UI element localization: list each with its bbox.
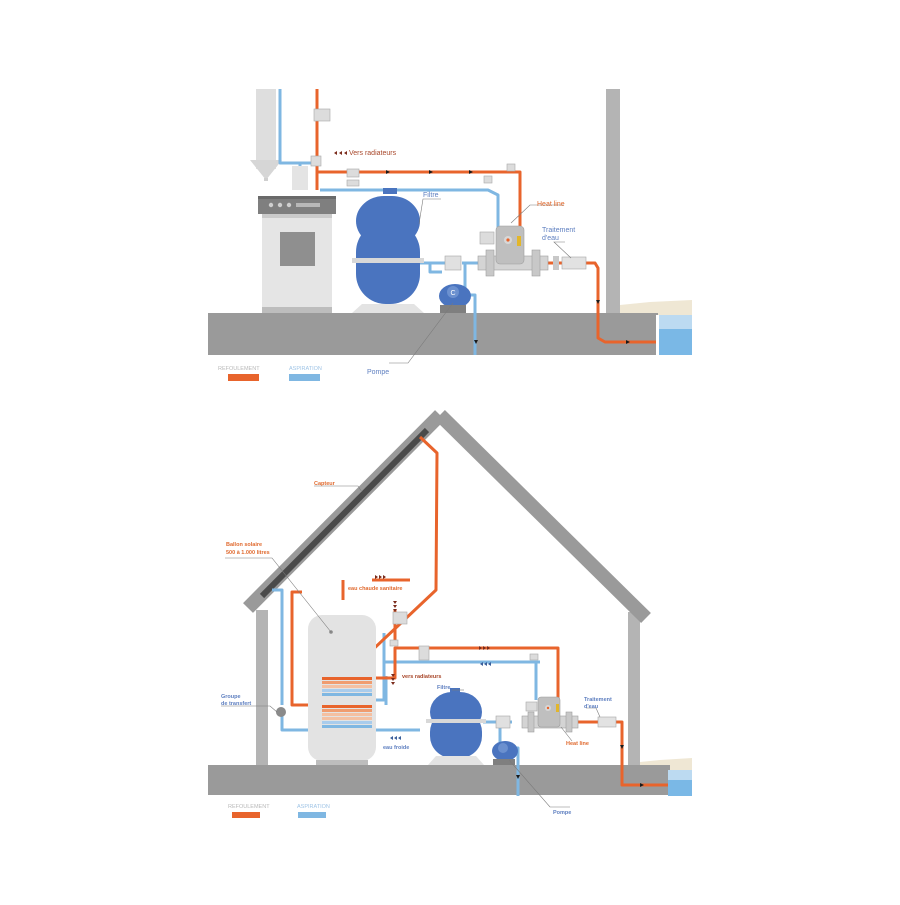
top-legend-aspiration-label: ASPIRATION bbox=[289, 366, 322, 372]
bottom-direction-chevrons bbox=[375, 575, 491, 740]
bottom-legend-refoulement-swatch bbox=[232, 812, 260, 818]
bottom-hot-return-chevrons bbox=[479, 646, 490, 650]
bottom-label-groupe-line1: Groupe bbox=[221, 694, 241, 700]
bottom-eau-chaude-chevrons bbox=[375, 575, 386, 579]
top-legend-refoulement-swatch bbox=[228, 374, 259, 381]
bottom-eau-froide-chevrons bbox=[390, 736, 401, 740]
bottom-label-capteur: Capteur bbox=[314, 481, 336, 487]
top-flue-pipe bbox=[292, 166, 308, 190]
top-labels: Vers radiateurs Filtre Heat line Traitem… bbox=[334, 150, 575, 376]
top-pool-sand bbox=[620, 300, 692, 315]
top-heat-line-unit bbox=[477, 225, 559, 277]
bottom-pump bbox=[492, 741, 518, 765]
top-ground-slab bbox=[208, 313, 658, 355]
bottom-flow-arrows bbox=[516, 745, 644, 787]
bottom-label-filtre: Filtre bbox=[437, 685, 450, 691]
bottom-valves bbox=[389, 611, 539, 661]
top-water-treatment-box bbox=[561, 256, 587, 270]
bottom-label-traitement-line2: d'eau bbox=[584, 704, 598, 710]
top-chimney-flue bbox=[250, 89, 282, 181]
bottom-solar-collector bbox=[259, 427, 430, 599]
bottom-label-eau-chaude: eau chaude sanitaire bbox=[348, 586, 402, 592]
bottom-leader-lines bbox=[221, 485, 601, 808]
bottom-water-treatment-box bbox=[597, 716, 617, 728]
top-legend-aspiration-swatch bbox=[289, 374, 320, 381]
bottom-ground-slab bbox=[208, 765, 670, 795]
top-label-heat-line: Heat line bbox=[537, 201, 565, 208]
top-flow-arrows bbox=[386, 170, 630, 344]
top-legend-refoulement-label: REFOULEMENT bbox=[218, 366, 260, 372]
top-vers-radiateurs-arrows bbox=[334, 151, 347, 155]
bottom-label-heat-line: Heat line bbox=[566, 741, 589, 747]
bottom-legend-refoulement-label: REFOULEMENT bbox=[228, 804, 270, 810]
bottom-transfer-group bbox=[276, 707, 286, 717]
bottom-legend-aspiration-label: ASPIRATION bbox=[297, 804, 330, 810]
top-filter-tank bbox=[352, 188, 424, 313]
top-label-filtre: Filtre bbox=[423, 192, 439, 199]
top-right-wall bbox=[606, 89, 620, 315]
top-label-traitement-line1: Traitement bbox=[542, 227, 575, 234]
bottom-diagram: Capteur Ballon solaire 500 à 1.000 litre… bbox=[208, 410, 692, 818]
bottom-multiport-valve bbox=[495, 715, 511, 729]
top-label-traitement-line2: d'eau bbox=[542, 235, 559, 242]
bottom-radiateurs-chevrons bbox=[391, 674, 395, 685]
bottom-cold-return-chevrons bbox=[480, 662, 491, 666]
bottom-label-traitement-line1: Traitement bbox=[584, 697, 612, 703]
top-pool bbox=[656, 315, 692, 355]
top-diagram: C V bbox=[208, 89, 692, 381]
bottom-pool bbox=[668, 770, 692, 796]
bottom-labels: Capteur Ballon solaire 500 à 1.000 litre… bbox=[221, 481, 612, 816]
bottom-label-vers-radiateurs: vers radiateurs bbox=[402, 674, 441, 680]
top-label-pompe: Pompe bbox=[367, 369, 389, 376]
top-pump: C bbox=[439, 284, 471, 313]
bottom-tank-coil-bottom bbox=[322, 705, 372, 728]
top-multiport-valve bbox=[444, 255, 462, 271]
bottom-roof bbox=[243, 410, 651, 623]
top-legend: REFOULEMENT ASPIRATION bbox=[218, 366, 322, 381]
bottom-label-groupe-line2: de transfert bbox=[221, 701, 251, 707]
bottom-legend: REFOULEMENT ASPIRATION bbox=[228, 804, 330, 818]
bottom-label-ballon-line1: Ballon solaire bbox=[226, 542, 262, 548]
bottom-label-pompe: Pompe bbox=[553, 810, 571, 816]
top-pump-letter: C bbox=[450, 290, 455, 297]
bottom-right-wall bbox=[628, 612, 640, 765]
bottom-tank-coil-top bbox=[322, 677, 372, 696]
bottom-label-eau-froide: eau froide bbox=[383, 745, 409, 751]
bottom-solar-tank bbox=[308, 615, 376, 765]
top-boiler bbox=[258, 196, 336, 313]
bottom-left-wall bbox=[256, 610, 268, 765]
bottom-heat-line-unit bbox=[521, 696, 579, 733]
bottom-legend-aspiration-swatch bbox=[298, 812, 326, 818]
top-label-vers-radiateurs: Vers radiateurs bbox=[349, 150, 397, 157]
bottom-vertical-chevrons bbox=[393, 601, 397, 612]
top-leader-lines bbox=[389, 198, 572, 364]
top-valves bbox=[310, 108, 516, 187]
bottom-filter-tank bbox=[426, 688, 486, 765]
bottom-label-ballon-line2: 500 à 1.000 litres bbox=[226, 550, 270, 556]
